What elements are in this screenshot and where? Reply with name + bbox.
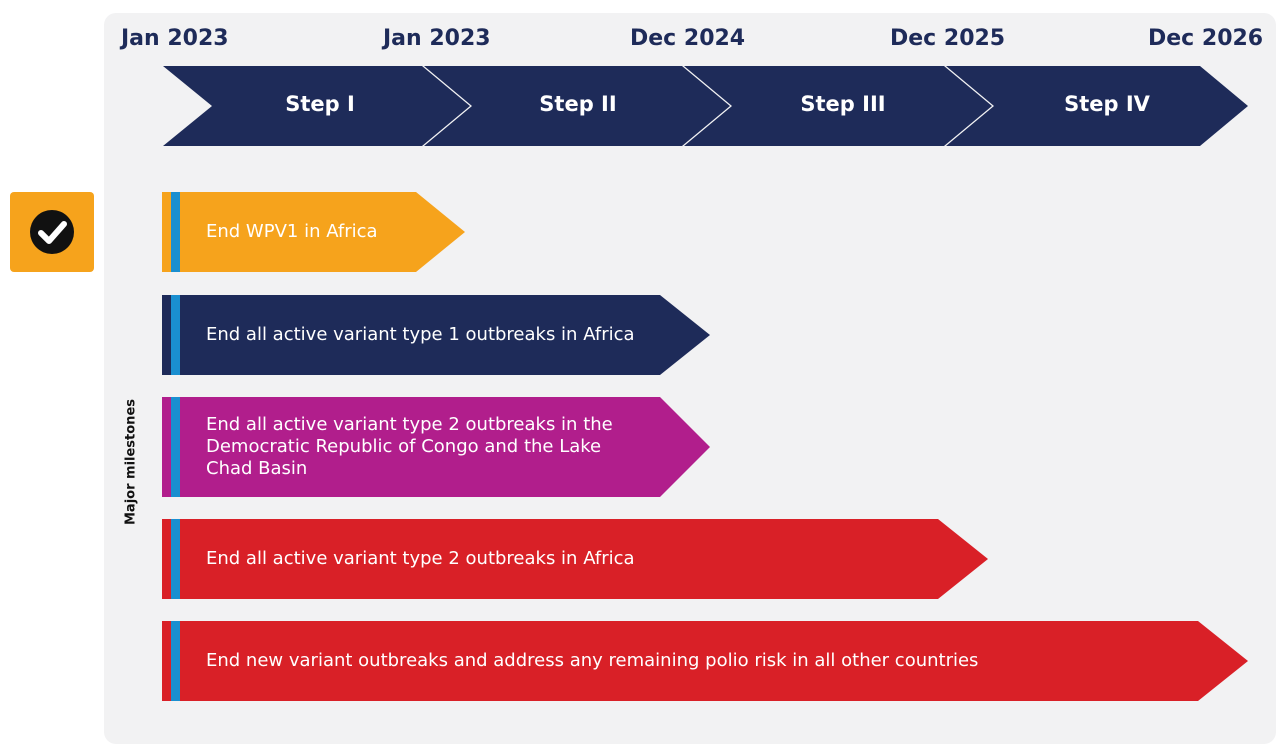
date-label-step4-start: Dec 2025 <box>890 26 1006 51</box>
date-label-step3-start: Dec 2024 <box>630 26 746 51</box>
step-1-label: Step I <box>285 92 355 116</box>
milestone-3-label: End all active variant type 2 outbreaks … <box>206 414 613 479</box>
milestone-2-arrow <box>162 295 710 375</box>
step-2-label: Step II <box>539 92 617 116</box>
milestone-4-label: End all active variant type 2 outbreaks … <box>206 548 635 569</box>
step-2-chevron <box>424 66 730 146</box>
date-label-start: Jan 2023 <box>121 26 229 51</box>
milestone-5-arrow <box>162 621 1248 701</box>
milestone-2-label: End all active variant type 1 outbreaks … <box>206 324 635 345</box>
completed-badge <box>10 192 94 272</box>
date-label-step2-start: Jan 2023 <box>383 26 491 51</box>
milestone-4-arrow <box>162 519 988 599</box>
date-label-end: Dec 2026 <box>1148 26 1264 51</box>
step-1-chevron <box>163 66 470 146</box>
step-4-chevron <box>946 66 1248 146</box>
step-3-chevron <box>684 66 992 146</box>
milestone-1-label: End WPV1 in Africa <box>206 221 378 242</box>
step-3-label: Step III <box>800 92 886 116</box>
milestone-3-arrow <box>162 397 710 497</box>
milestone-1-arrow <box>162 192 465 272</box>
check-circle-icon <box>30 210 74 254</box>
milestone-5-label: End new variant outbreaks and address an… <box>206 650 979 671</box>
step-4-label: Step IV <box>1064 92 1150 116</box>
